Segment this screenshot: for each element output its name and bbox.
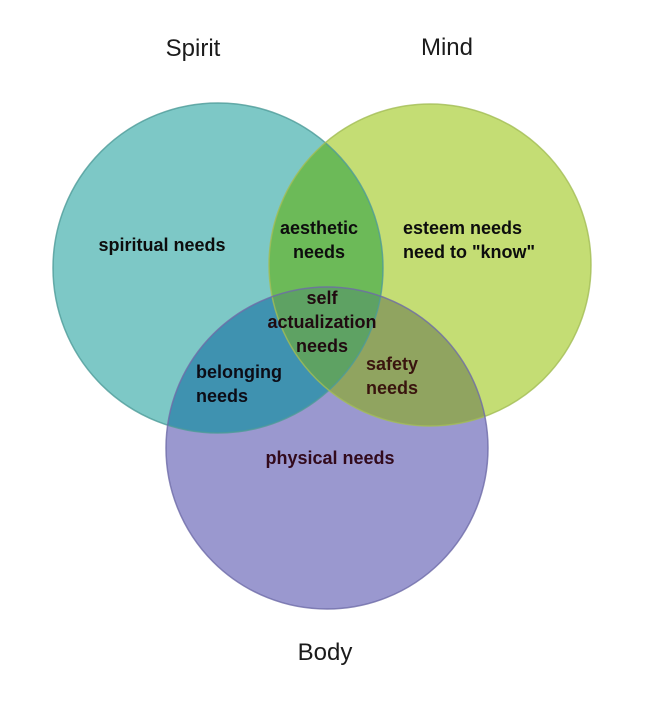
physical-needs-label: physical needs	[265, 446, 394, 470]
mind-body-overlap	[269, 287, 488, 426]
label-line: belonging	[196, 362, 282, 382]
mind-title: Mind	[420, 34, 474, 61]
label-line: safety	[365, 354, 419, 374]
body-title: Body	[297, 639, 353, 666]
body-circle-outline	[165, 286, 489, 610]
label-line: esteem needs	[403, 218, 523, 238]
mind-circle-outline	[268, 103, 592, 427]
label-line: aesthetic	[279, 218, 359, 238]
label-line: needs	[365, 378, 419, 398]
spirit-title: Spirit	[165, 35, 221, 62]
label-line: actualization	[267, 312, 377, 332]
label-line: spiritual needs	[98, 235, 226, 255]
self-actualization-needs-label: self actualization needs	[267, 286, 376, 358]
label-line: needs	[196, 386, 249, 406]
label-line: need to "know"	[403, 242, 536, 262]
label-line: self	[306, 288, 338, 308]
spiritual-needs-label: spiritual needs	[98, 233, 225, 257]
spirit-body-overlap	[166, 287, 383, 433]
aesthetic-needs-label: aesthetic needs	[280, 216, 358, 264]
label-line: physical needs	[265, 448, 395, 468]
spirit-circle-outline	[52, 102, 384, 434]
safety-needs-label: safety needs	[366, 352, 418, 400]
label-line: needs	[292, 242, 346, 262]
belonging-needs-label: belonging needs	[196, 360, 282, 408]
esteem-needs-label: esteem needs need to "know"	[403, 216, 535, 264]
label-line: needs	[295, 336, 349, 356]
